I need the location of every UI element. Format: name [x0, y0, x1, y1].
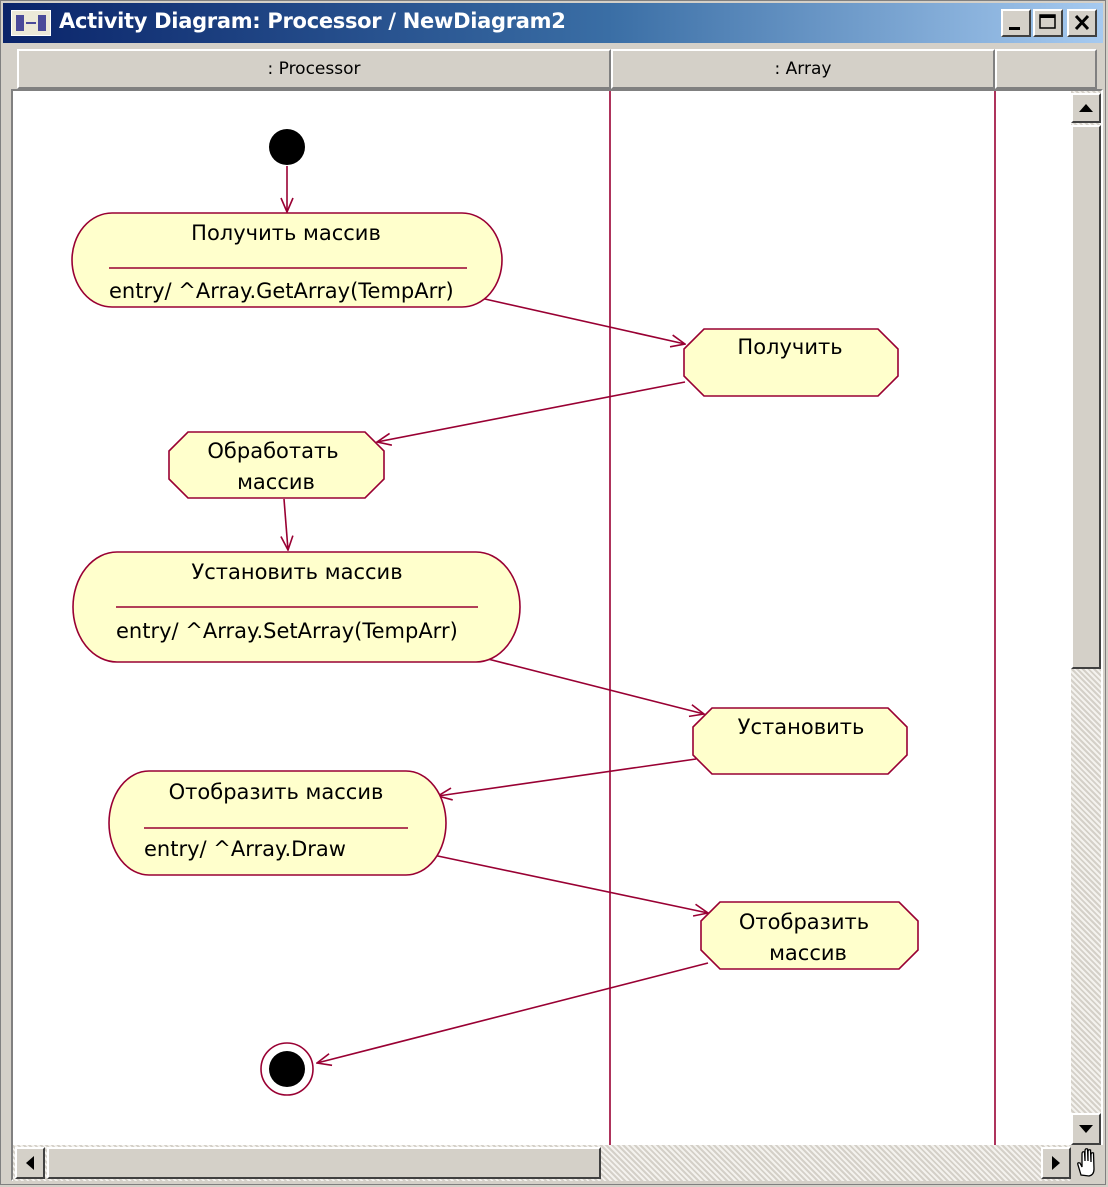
scroll-corner[interactable]	[1071, 1145, 1103, 1181]
activity-process-array[interactable]: Обработать массив	[168, 431, 385, 499]
scroll-right-arrow-icon	[1052, 1156, 1060, 1170]
scroll-left-button[interactable]	[15, 1147, 45, 1179]
scroll-up-button[interactable]	[1071, 93, 1101, 123]
activity-name: массив	[769, 941, 847, 965]
hand-icon	[1077, 1148, 1095, 1177]
swimlane-header-array[interactable]: : Array	[611, 49, 995, 89]
scroll-left-arrow-icon	[26, 1156, 34, 1170]
vertical-scroll-thumb[interactable]	[1071, 125, 1101, 669]
scroll-right-button[interactable]	[1041, 1147, 1071, 1179]
activity-get-array[interactable]: Получить массив entry/ ^Array.GetArray(T…	[71, 212, 503, 308]
close-button[interactable]	[1067, 9, 1097, 37]
activity-name: Получить	[737, 335, 842, 359]
activity-name: Отобразить	[739, 910, 869, 934]
entry-action: entry/ ^Array.Draw	[144, 837, 346, 861]
horizontal-scroll-thumb[interactable]	[47, 1147, 601, 1179]
activity-set[interactable]: Установить	[692, 707, 908, 775]
maximize-button[interactable]	[1033, 9, 1063, 37]
activity-name: Установить массив	[191, 560, 402, 584]
transition-arrow[interactable]	[432, 854, 708, 913]
activity-display-array[interactable]: Отобразить массив entry/ ^Array.Draw	[108, 770, 447, 876]
minimize-icon	[1009, 27, 1020, 30]
activity-name: Получить массив	[191, 221, 381, 245]
initial-node[interactable]	[269, 129, 305, 165]
minimize-button[interactable]	[1001, 9, 1031, 37]
swimlane-header: : Processor : Array	[17, 49, 1097, 89]
activity-diagram: Получить массив entry/ ^Array.GetArray(T…	[71, 91, 996, 1145]
transition-arrow[interactable]	[284, 498, 288, 550]
diagram-canvas[interactable]: Получить массив entry/ ^Array.GetArray(T…	[13, 91, 1071, 1145]
activity-receive[interactable]: Получить	[683, 328, 899, 397]
transition-arrow[interactable]	[438, 758, 697, 796]
swimlane-header-empty	[995, 49, 1097, 89]
activity-name: массив	[237, 470, 315, 494]
activity-diagram-icon	[11, 10, 51, 36]
scroll-down-button[interactable]	[1071, 1113, 1101, 1145]
activity-set-array[interactable]: Установить массив entry/ ^Array.SetArray…	[72, 551, 521, 663]
activity-display[interactable]: Отобразить массив	[700, 901, 919, 970]
final-node[interactable]	[260, 1042, 314, 1096]
activity-name: Отобразить массив	[169, 780, 384, 804]
entry-action: entry/ ^Array.GetArray(TempArr)	[109, 279, 454, 303]
vertical-scrollbar[interactable]	[1071, 91, 1101, 1145]
maximize-icon	[1039, 14, 1056, 29]
scroll-up-arrow-icon	[1079, 104, 1093, 112]
window-title: Activity Diagram: Processor / NewDiagram…	[59, 9, 566, 33]
horizontal-scrollbar[interactable]	[13, 1145, 1071, 1181]
title-bar[interactable]: Activity Diagram: Processor / NewDiagram…	[3, 3, 1103, 43]
close-icon	[1074, 14, 1090, 31]
transition-arrow[interactable]	[475, 296, 685, 344]
transition-arrow[interactable]	[317, 962, 709, 1063]
entry-action: entry/ ^Array.SetArray(TempArr)	[116, 619, 458, 643]
activity-name: Обработать	[207, 439, 338, 463]
activity-name: Установить	[738, 715, 865, 739]
swimlane-header-processor[interactable]: : Processor	[17, 49, 611, 89]
scroll-down-arrow-icon	[1079, 1125, 1093, 1133]
transition-arrow[interactable]	[377, 381, 686, 442]
transition-arrow[interactable]	[483, 657, 704, 714]
